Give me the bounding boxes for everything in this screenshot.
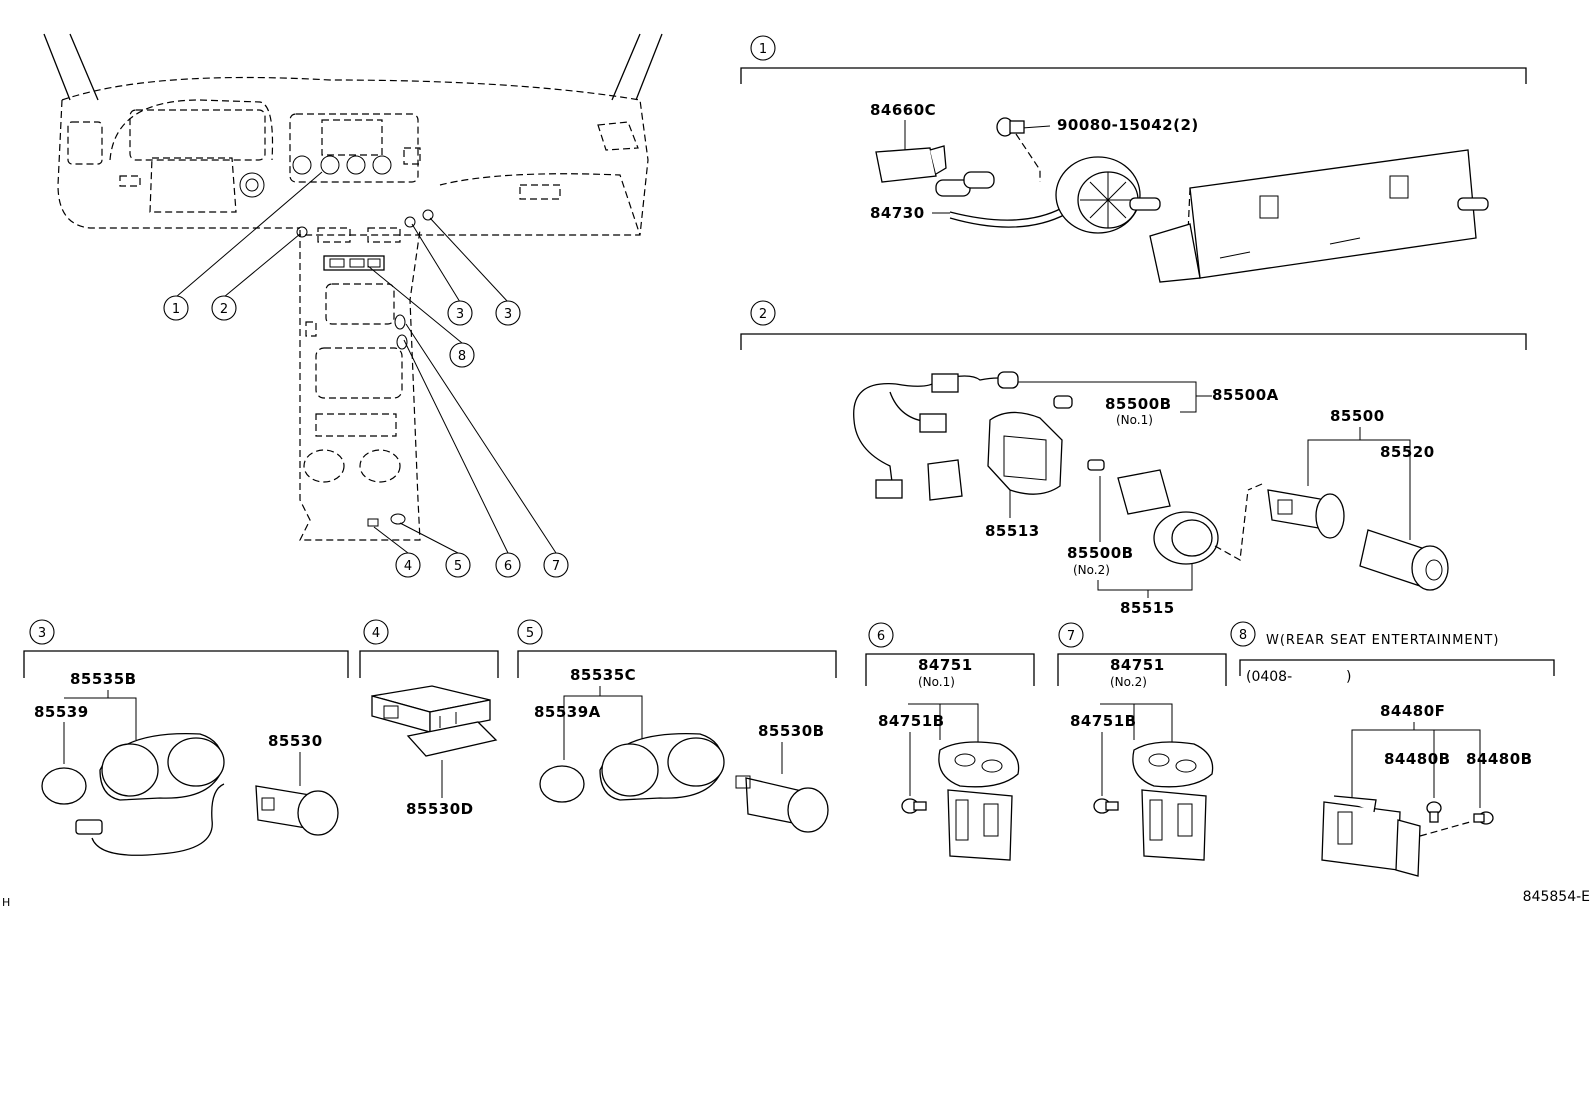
callout-4: 4 (404, 559, 412, 574)
part-85500A: 85500A (1212, 386, 1279, 404)
section-3-number: 3 (38, 626, 46, 641)
callout-7: 7 (552, 559, 560, 574)
section-5-number: 5 (526, 626, 534, 641)
part-85535C: 85535C (570, 666, 636, 684)
section-8: 8 W(REAR SEAT ENTERTAINMENT) (0408- ) 84… (1230, 621, 1555, 877)
section-4-number: 4 (372, 626, 380, 641)
part-85500B-no1-sub: (No.1) (1116, 413, 1153, 427)
part-85539: 85539 (34, 703, 89, 721)
section-2: 2 85500B (No.1) 85500A 85500 85520 85513… (740, 300, 1527, 617)
section-1-number: 1 (759, 42, 767, 57)
part-84660C: 84660C (870, 101, 936, 119)
part-85520: 85520 (1380, 443, 1435, 461)
section-1: 1 84660C 90080-15042(2) 84730 (740, 35, 1527, 283)
section-3: 3 85535B 85539 85530 (23, 619, 349, 856)
section-7: 7 84751 (No.2) 84751B (1057, 622, 1227, 861)
part-85500: 85500 (1330, 407, 1385, 425)
part-84751-no1: 84751 (918, 656, 973, 674)
section-8-date-end: ) (1346, 669, 1351, 685)
diagram-code: 845854-E (1523, 889, 1590, 905)
section-4: 4 85530D (359, 619, 499, 818)
part-84751-no1-sub: (No.1) (918, 675, 955, 689)
part-85513: 85513 (985, 522, 1040, 540)
callout-2: 2 (220, 302, 228, 317)
section-8-note: W(REAR SEAT ENTERTAINMENT) (1266, 633, 1499, 648)
part-85530D: 85530D (406, 800, 474, 818)
part-90080-15042: 90080-15042(2) (1057, 116, 1199, 134)
part-84751-no2: 84751 (1110, 656, 1165, 674)
part-84480B-1: 84480B (1384, 750, 1451, 768)
callout-3b: 3 (504, 307, 512, 322)
part-85500B-no1: 85500B (1105, 395, 1172, 413)
part-85530B: 85530B (758, 722, 825, 740)
part-84751-no2-sub: (No.2) (1110, 675, 1147, 689)
footer-left-mark: H (2, 896, 10, 909)
dashboard-overview (43, 33, 663, 554)
section-8-number: 8 (1239, 628, 1247, 643)
part-84480B-2: 84480B (1466, 750, 1533, 768)
overview-callouts: 1 2 3 3 8 4 5 6 7 (163, 295, 569, 578)
section-7-number: 7 (1067, 629, 1075, 644)
part-85530: 85530 (268, 732, 323, 750)
section-6-number: 6 (877, 629, 885, 644)
section-8-date: (0408- (1246, 669, 1292, 685)
callout-6: 6 (504, 559, 512, 574)
part-84480F: 84480F (1380, 702, 1445, 720)
part-85500B-no2-sub: (No.2) (1073, 563, 1110, 577)
callout-5: 5 (454, 559, 462, 574)
callout-8: 8 (458, 349, 466, 364)
part-85515: 85515 (1120, 599, 1175, 617)
part-84751B-no1: 84751B (878, 712, 945, 730)
part-85539A: 85539A (534, 703, 601, 721)
callout-1: 1 (172, 302, 180, 317)
section-2-number: 2 (759, 307, 767, 322)
callout-3a: 3 (456, 307, 464, 322)
section-5: 5 85535C 85539A 85530B (517, 619, 837, 833)
part-85500B-no2: 85500B (1067, 544, 1134, 562)
section-6: 6 84751 (No.1) 84751B (865, 622, 1035, 861)
part-85535B: 85535B (70, 670, 137, 688)
part-84730: 84730 (870, 204, 925, 222)
part-84751B-no2: 84751B (1070, 712, 1137, 730)
